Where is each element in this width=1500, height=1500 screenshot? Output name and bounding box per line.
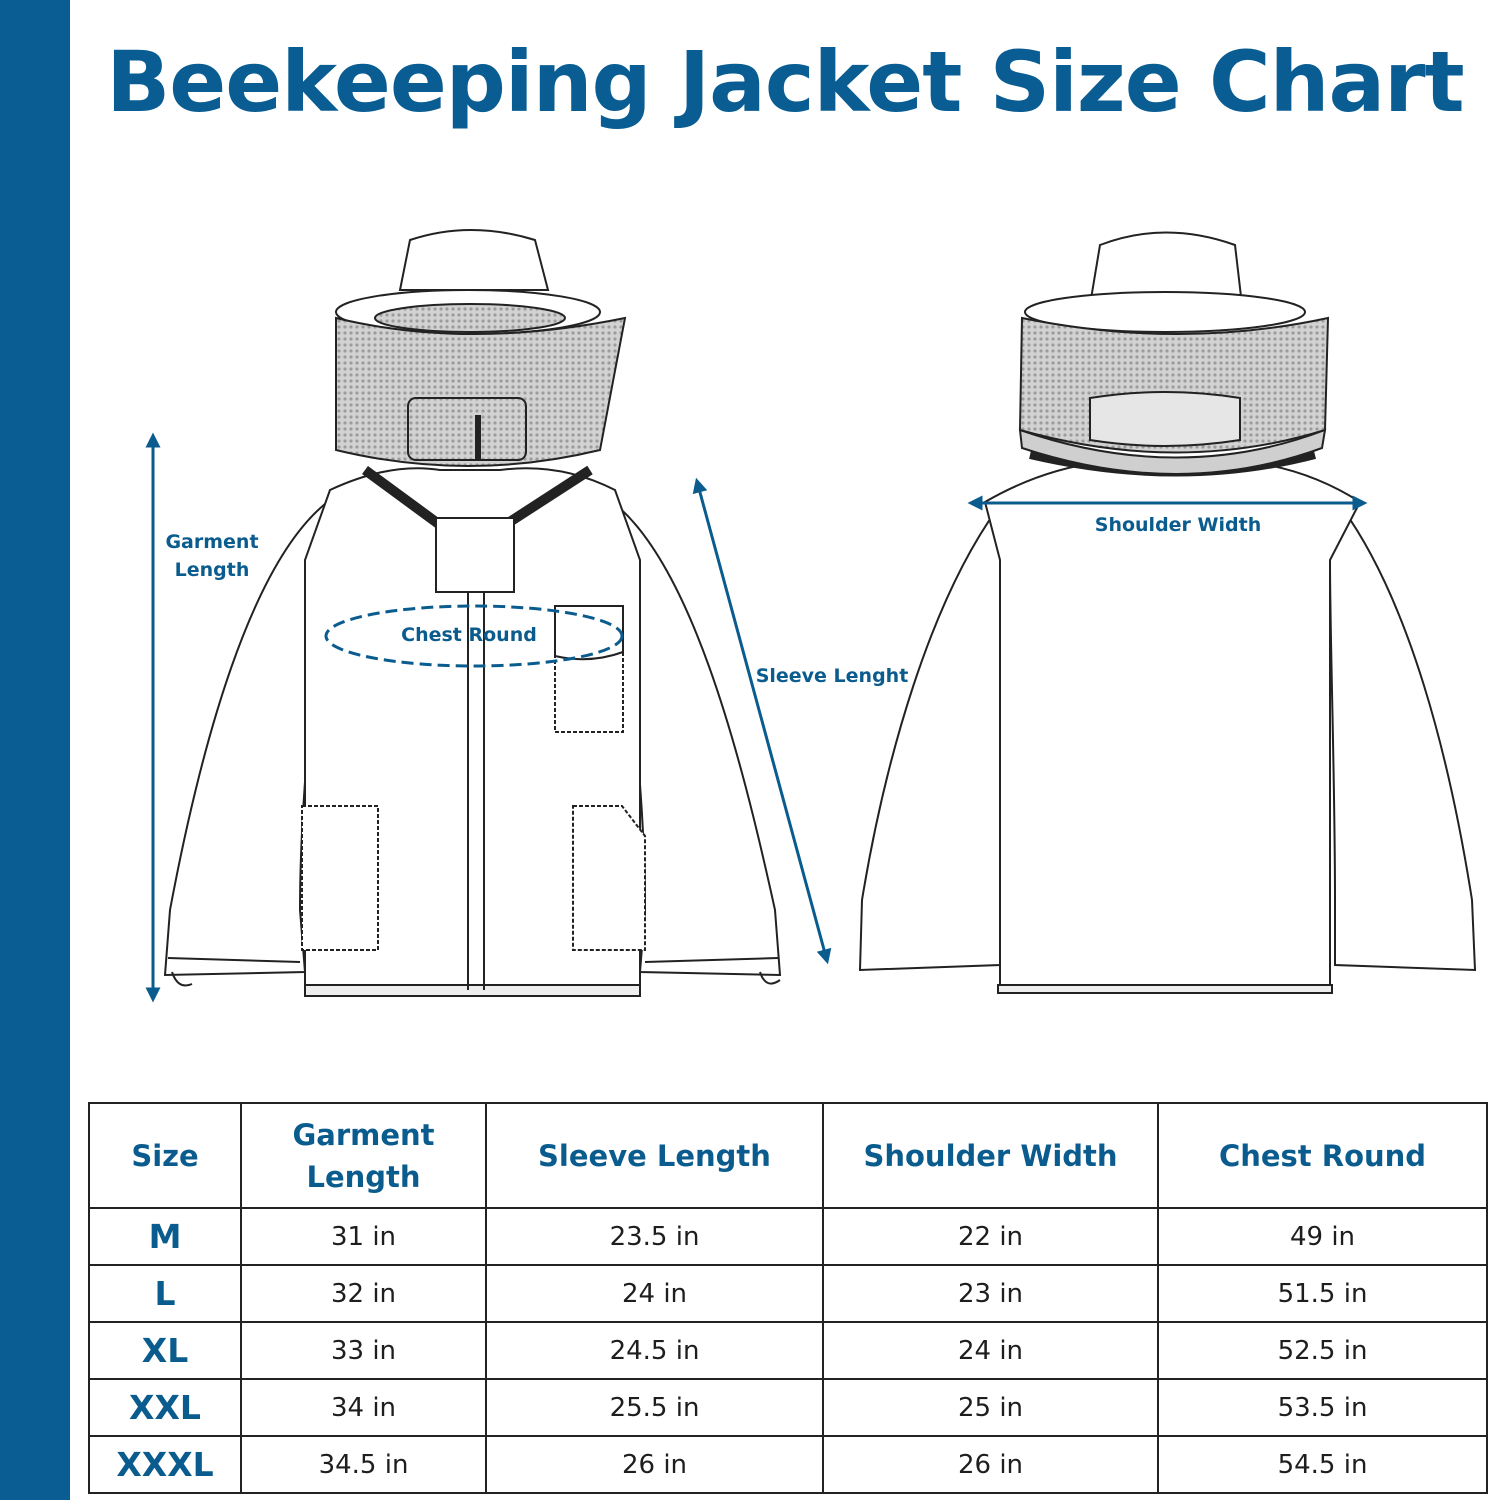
- table-cell: 33 in: [240, 1321, 487, 1380]
- table-row: L 32 in 24 in 23 in 51.5 in: [88, 1264, 1488, 1323]
- table-row: XXL 34 in 25.5 in 25 in 53.5 in: [88, 1378, 1488, 1437]
- chest-round-ellipse: [324, 604, 624, 668]
- shoulder-width-label: Shoulder Width: [1095, 514, 1261, 536]
- table-row: XXXL 34.5 in 26 in 26 in 54.5 in: [88, 1435, 1488, 1494]
- sleeve-length-arrow: [692, 477, 832, 965]
- size-table: Size Garment Length Sleeve Length Should…: [88, 1102, 1488, 1494]
- table-cell: 34 in: [240, 1378, 487, 1437]
- table-cell: 25 in: [822, 1378, 1159, 1437]
- garment-length-label-line2: Length: [175, 559, 250, 581]
- header-chest-round: Chest Round: [1157, 1102, 1488, 1209]
- header-garment-length: Garment Length: [240, 1102, 487, 1209]
- table-row: XL 33 in 24.5 in 24 in 52.5 in: [88, 1321, 1488, 1380]
- table-cell: 54.5 in: [1157, 1435, 1488, 1494]
- size-cell: L: [88, 1264, 242, 1323]
- table-cell: 22 in: [822, 1207, 1159, 1266]
- table-cell: 25.5 in: [485, 1378, 824, 1437]
- size-cell: XXL: [88, 1378, 242, 1437]
- front-jacket-drawing: [163, 229, 782, 997]
- table-cell: 34.5 in: [240, 1435, 487, 1494]
- table-cell: 24 in: [485, 1264, 824, 1323]
- size-cell: XL: [88, 1321, 242, 1380]
- table-cell: 24 in: [822, 1321, 1159, 1380]
- jacket-illustrations: Garment Length Chest Round Sleeve Lenght…: [145, 229, 1477, 1003]
- table-cell: 26 in: [822, 1435, 1159, 1494]
- table-cell: 52.5 in: [1157, 1321, 1488, 1380]
- table-cell: 31 in: [240, 1207, 487, 1266]
- chest-round-label: Chest Round: [401, 624, 537, 646]
- size-cell: M: [88, 1207, 242, 1266]
- side-accent-bar: [0, 0, 70, 1500]
- sleeve-length-label: Sleeve Lenght: [756, 665, 909, 687]
- header-size: Size: [88, 1102, 242, 1209]
- table-cell: 24.5 in: [485, 1321, 824, 1380]
- garment-length-label-line1: Garment: [165, 531, 258, 553]
- header-sleeve-length: Sleeve Length: [485, 1102, 824, 1209]
- header-shoulder-width: Shoulder Width: [822, 1102, 1159, 1209]
- table-cell: 32 in: [240, 1264, 487, 1323]
- table-cell: 51.5 in: [1157, 1264, 1488, 1323]
- table-header-row: Size Garment Length Sleeve Length Should…: [88, 1102, 1488, 1209]
- page-title: Beekeeping Jacket Size Chart: [106, 33, 1464, 131]
- table-cell: 53.5 in: [1157, 1378, 1488, 1437]
- back-jacket-drawing: [858, 231, 1477, 994]
- size-cell: XXXL: [88, 1435, 242, 1494]
- table-row: M 31 in 23.5 in 22 in 49 in: [88, 1207, 1488, 1266]
- table-cell: 26 in: [485, 1435, 824, 1494]
- table-cell: 23 in: [822, 1264, 1159, 1323]
- table-cell: 49 in: [1157, 1207, 1488, 1266]
- table-cell: 23.5 in: [485, 1207, 824, 1266]
